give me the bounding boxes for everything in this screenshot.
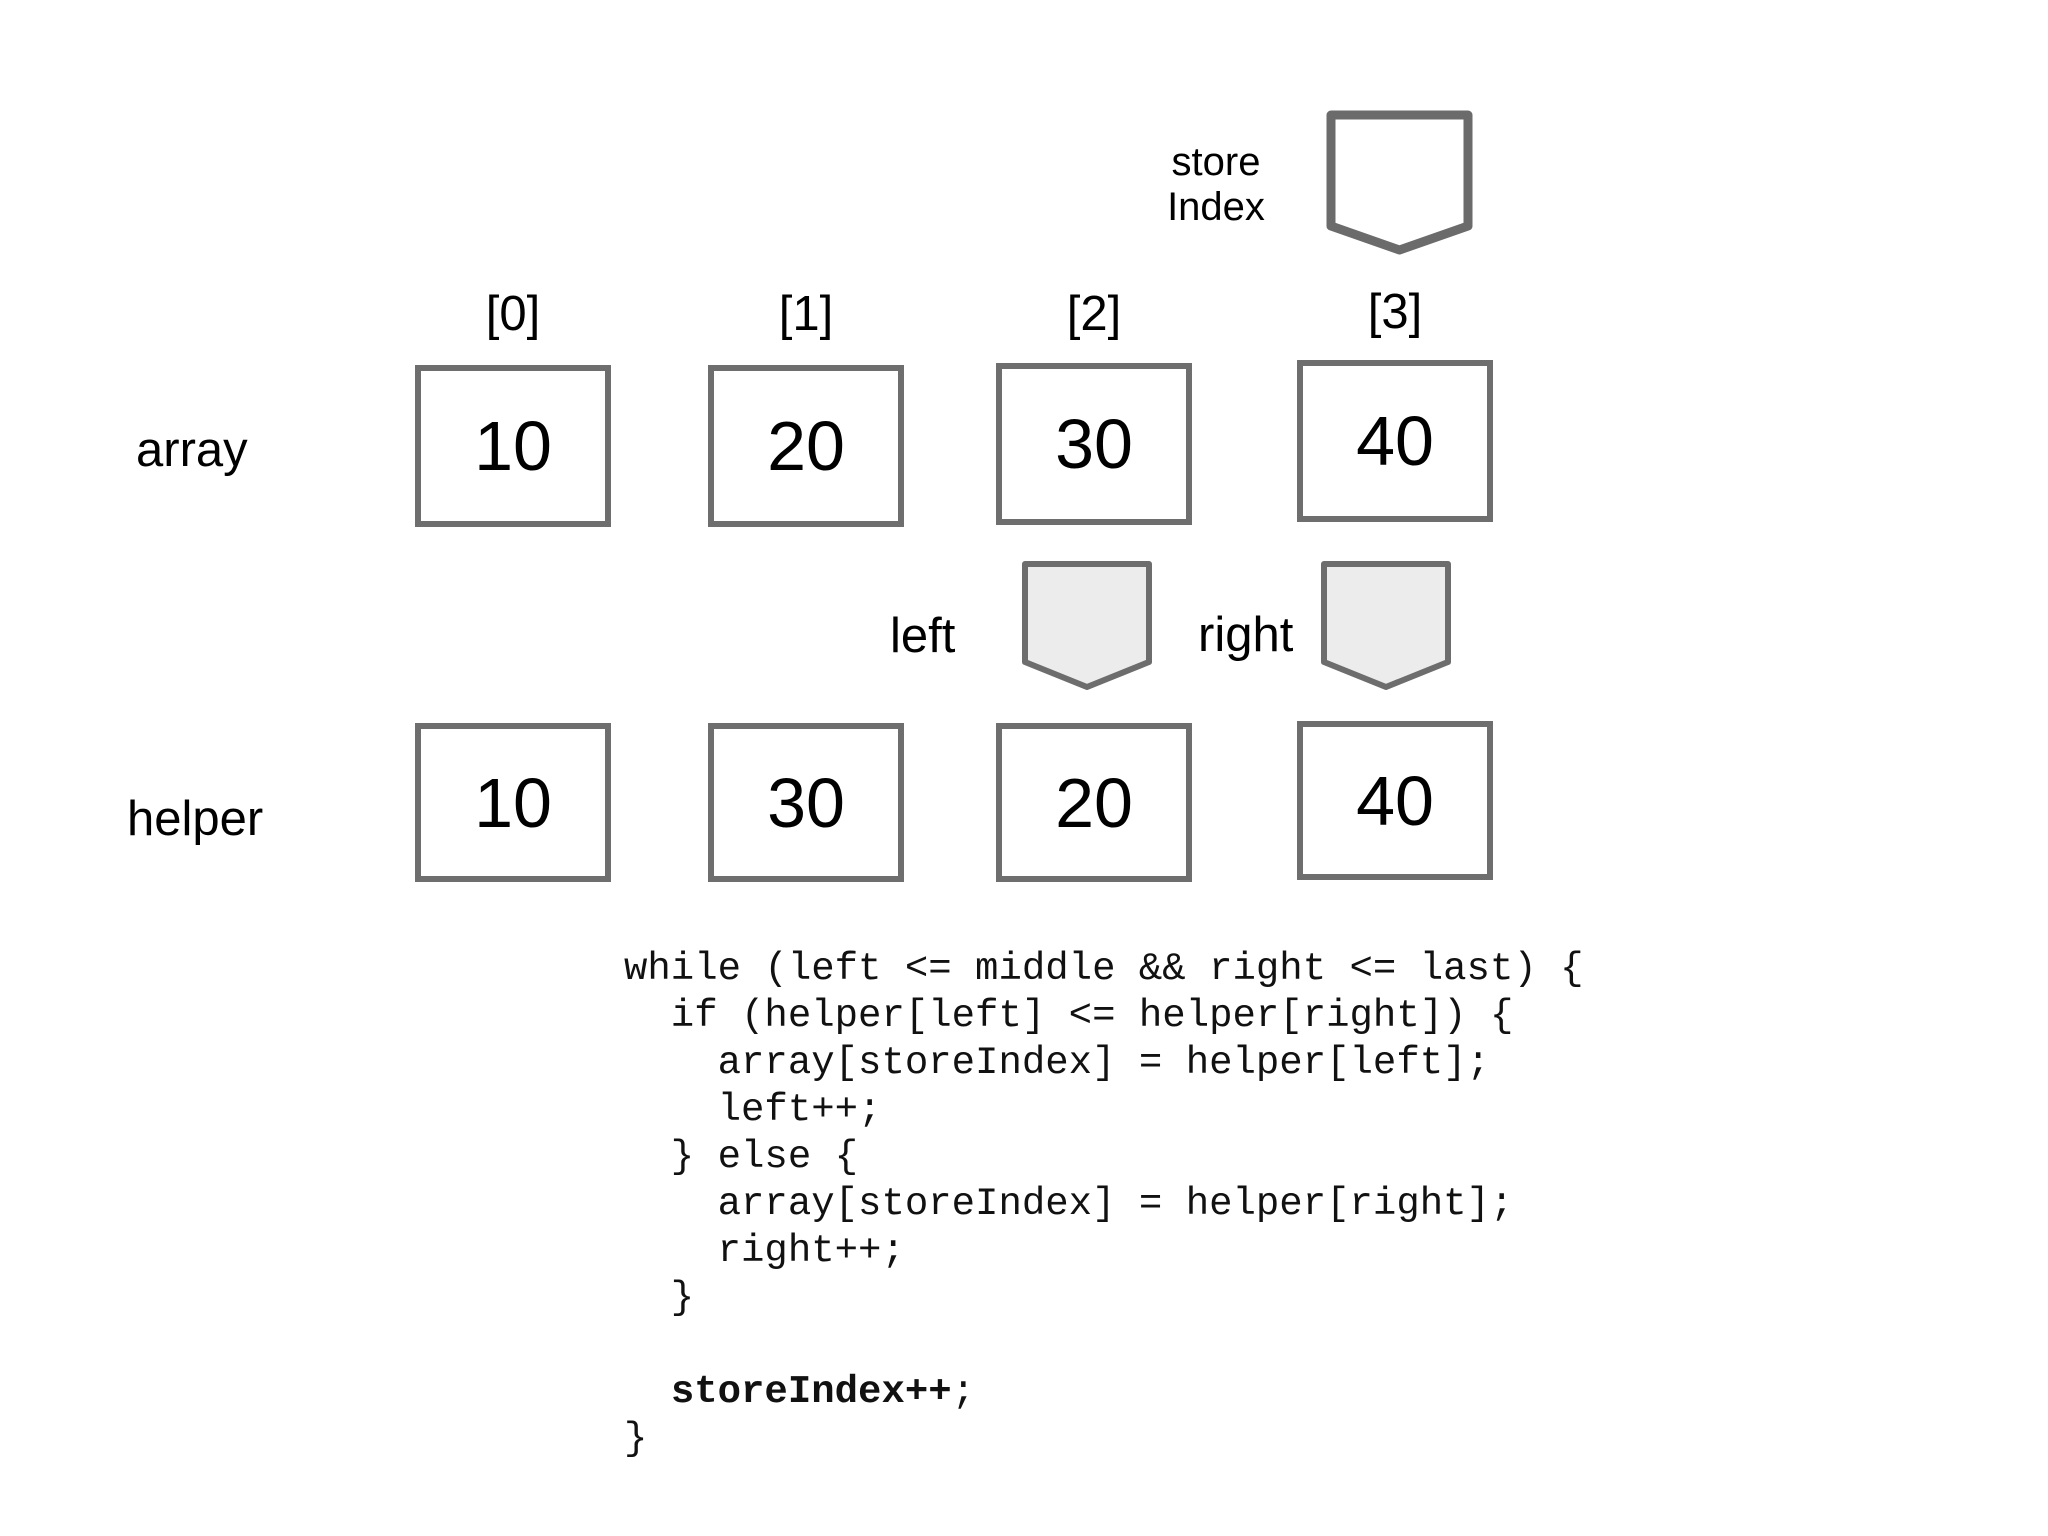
helper-value-2: 20 bbox=[1055, 763, 1133, 842]
store-index-label-line1: store bbox=[1171, 140, 1261, 184]
code-line-assign-left: array[storeIndex] = helper[left]; bbox=[624, 1041, 1490, 1085]
index-label-0: [0] bbox=[485, 287, 541, 341]
left-pointer-label: left bbox=[890, 609, 956, 663]
helper-value-3: 40 bbox=[1356, 761, 1434, 840]
right-pointer-label: right bbox=[1198, 608, 1294, 662]
helper-cell-1: 30 bbox=[708, 723, 904, 882]
code-line-if: if (helper[left] <= helper[right]) { bbox=[624, 994, 1514, 1038]
helper-cell-0: 10 bbox=[415, 723, 611, 882]
array-value-1: 20 bbox=[767, 407, 845, 485]
code-semicolon: ; bbox=[951, 1370, 976, 1414]
index-label-1: [1] bbox=[778, 287, 834, 341]
merge-code-block: while (left <= middle && right <= last) … bbox=[624, 946, 1584, 1463]
array-value-2: 30 bbox=[1055, 405, 1133, 483]
array-value-3: 40 bbox=[1356, 402, 1434, 480]
array-cell-0: 10 bbox=[415, 365, 611, 527]
code-indent bbox=[624, 1370, 671, 1414]
code-line-right-inc: right++; bbox=[624, 1229, 905, 1273]
code-store-index-bold: storeIndex++ bbox=[670, 1370, 952, 1414]
left-pointer-icon bbox=[1022, 561, 1152, 690]
index-label-3: [3] bbox=[1367, 285, 1423, 339]
code-line-store-index-inc: storeIndex++; bbox=[624, 1369, 1584, 1416]
helper-cell-2: 20 bbox=[996, 723, 1192, 882]
store-index-label: store Index bbox=[1066, 140, 1366, 230]
index-label-2: [2] bbox=[1066, 287, 1122, 341]
helper-row-label: helper bbox=[127, 792, 264, 846]
store-index-label-line2: Index bbox=[1167, 185, 1265, 229]
right-pointer-icon bbox=[1321, 561, 1451, 690]
code-line-else: } else { bbox=[624, 1135, 859, 1179]
code-line-while-close: } bbox=[624, 1417, 648, 1461]
array-cell-3: 40 bbox=[1297, 360, 1493, 522]
code-line-while: while (left <= middle && right <= last) … bbox=[624, 947, 1584, 991]
array-cell-2: 30 bbox=[996, 363, 1192, 525]
code-line-assign-right: array[storeIndex] = helper[right]; bbox=[624, 1182, 1514, 1226]
helper-cell-3: 40 bbox=[1297, 721, 1493, 880]
array-value-0: 10 bbox=[474, 407, 552, 485]
helper-value-0: 10 bbox=[474, 763, 552, 842]
store-index-pointer-icon bbox=[1326, 110, 1473, 255]
code-line-left-inc: left++; bbox=[624, 1088, 882, 1132]
array-cell-1: 20 bbox=[708, 365, 904, 527]
code-line-blank bbox=[624, 1322, 1584, 1369]
array-row-label: array bbox=[136, 423, 248, 477]
helper-value-1: 30 bbox=[767, 763, 845, 842]
code-line-if-close: } bbox=[624, 1276, 695, 1320]
